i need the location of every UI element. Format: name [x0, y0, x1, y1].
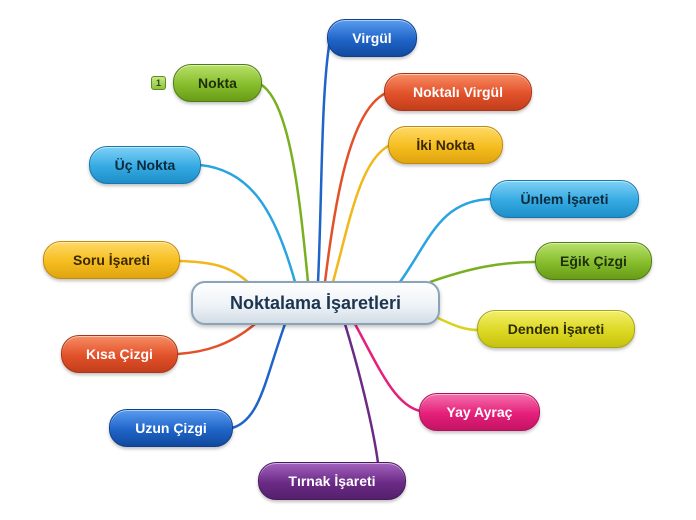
topic-soru-isareti[interactable]: Soru İşareti [43, 241, 180, 279]
marker-badge: 1 [151, 76, 166, 90]
topic-denden-isareti[interactable]: Denden İşareti [477, 310, 635, 348]
link-denden [437, 316, 479, 332]
link-uzun-cizgi [231, 323, 287, 430]
link-kisa-cizgi [177, 323, 256, 356]
link-virgul [316, 39, 332, 283]
topic-iki-nokta[interactable]: İki Nokta [388, 126, 503, 164]
link-egik-cizgi [429, 260, 536, 284]
link-tirnak [343, 323, 380, 464]
topic-uzun-cizgi[interactable]: Uzun Çizgi [109, 409, 233, 447]
link-noktali-virgul [323, 91, 387, 283]
link-unlem [398, 197, 493, 283]
topic-egik-cizgi[interactable]: Eğik Çizgi [535, 242, 652, 280]
topic-yay-ayrac[interactable]: Yay Ayraç [419, 393, 540, 431]
topic-kisa-cizgi[interactable]: Kısa Çizgi [61, 335, 178, 373]
topic-unlem-isareti[interactable]: Ünlem İşareti [490, 180, 639, 218]
link-nokta [259, 82, 310, 283]
link-iki-nokta [331, 143, 391, 283]
topic-virgul[interactable]: Virgül [327, 19, 417, 57]
topic-noktali-virgul[interactable]: Noktalı Virgül [384, 73, 532, 111]
topic-nokta[interactable]: Nokta [173, 64, 262, 102]
link-yay-ayrac [353, 323, 421, 413]
link-uc-nokta [199, 163, 297, 283]
topic-uc-nokta[interactable]: Üç Nokta [89, 146, 201, 184]
topic-tirnak-isareti[interactable]: Tırnak İşareti [258, 462, 406, 500]
link-soru [179, 259, 251, 285]
central-topic[interactable]: Noktalama İşaretleri [191, 281, 440, 325]
